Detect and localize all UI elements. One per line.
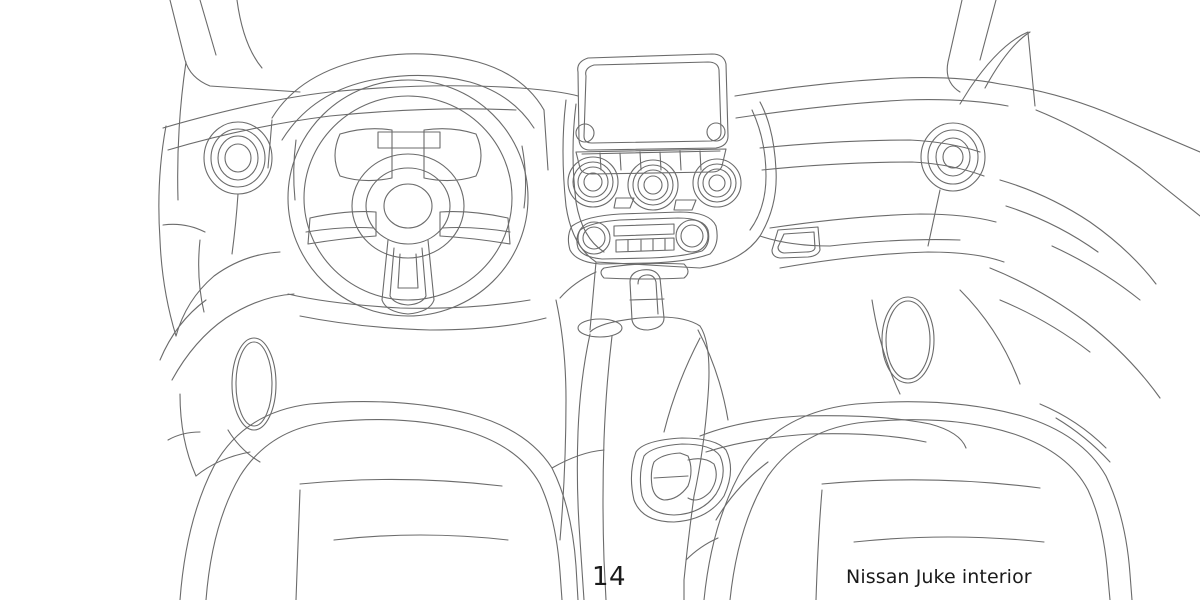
infotainment-knob-right[interactable] [706, 122, 726, 142]
centre-console-tunnel [555, 271, 729, 600]
right-air-vent [920, 122, 986, 247]
centre-vent-left [567, 156, 619, 208]
infotainment-screen[interactable] [577, 53, 729, 151]
gear-shifter[interactable] [629, 269, 665, 331]
glovebox-handle[interactable] [771, 226, 821, 259]
centre-vent-middle [627, 159, 679, 211]
driver-seat [179, 400, 579, 600]
climate-knob-left[interactable] [577, 221, 611, 255]
windshield-lower-edge [169, 0, 301, 93]
steering-wheel-hub [351, 153, 465, 259]
page-number: 14 [592, 562, 627, 592]
driver-door-panel [159, 251, 295, 477]
cup-holders [630, 437, 732, 523]
left-air-vent [203, 121, 273, 255]
steering-wheel-airbag-pads [334, 128, 482, 182]
climate-button-row[interactable] [613, 223, 675, 253]
steering-wheel [287, 79, 529, 317]
left-a-pillar [158, 61, 206, 337]
figure-caption: Nissan Juke interior [846, 566, 1032, 588]
climate-knob-right[interactable] [675, 219, 709, 253]
centre-vent-right [692, 158, 742, 208]
centre-stack-trim-lip [600, 262, 689, 280]
lower-dash-driver [287, 293, 547, 331]
vent-tabs [613, 197, 697, 211]
armrest [699, 415, 967, 453]
passenger-door-panel [871, 245, 1161, 399]
floor-and-misc-lines [551, 449, 769, 561]
infotainment-button-strip[interactable] [575, 148, 727, 175]
passenger-seat [703, 401, 1133, 600]
passenger-dash [759, 109, 1200, 285]
right-a-pillar [946, 0, 1036, 107]
steering-wheel-spokes [305, 211, 511, 315]
climate-control-panel[interactable] [567, 211, 718, 265]
centre-stack-housing [562, 99, 831, 331]
infotainment-knob-left[interactable] [575, 123, 595, 143]
